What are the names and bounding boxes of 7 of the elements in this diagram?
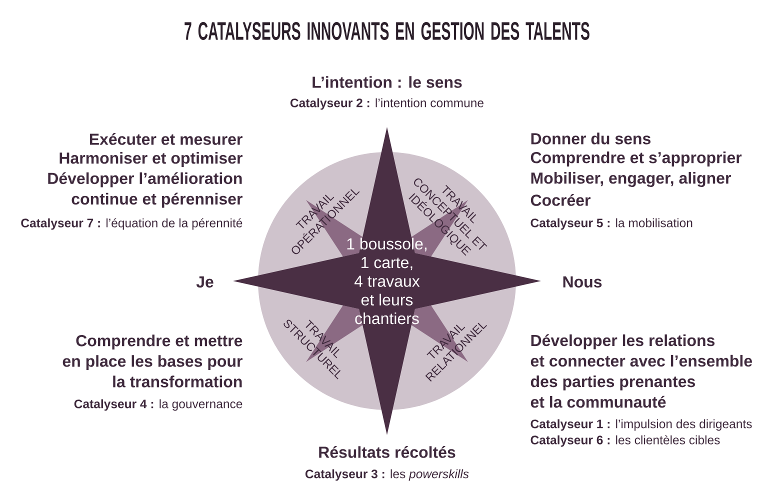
direction-label: L’intention : le sens xyxy=(312,76,462,88)
catalyst-note: Catalyseur 2 : l’intention commune xyxy=(290,98,484,110)
title: 7 CATALYSEURS INNOVANTS EN GESTION DES TALENTS xyxy=(184,22,590,40)
direction-label: Je xyxy=(196,276,214,288)
catalyst-note: Catalyseur 6 : les clientèles cibles xyxy=(530,435,720,447)
direction-label: Nous xyxy=(563,276,602,288)
catalyst-note: Catalyseur 3 : les powerskills xyxy=(305,469,469,481)
